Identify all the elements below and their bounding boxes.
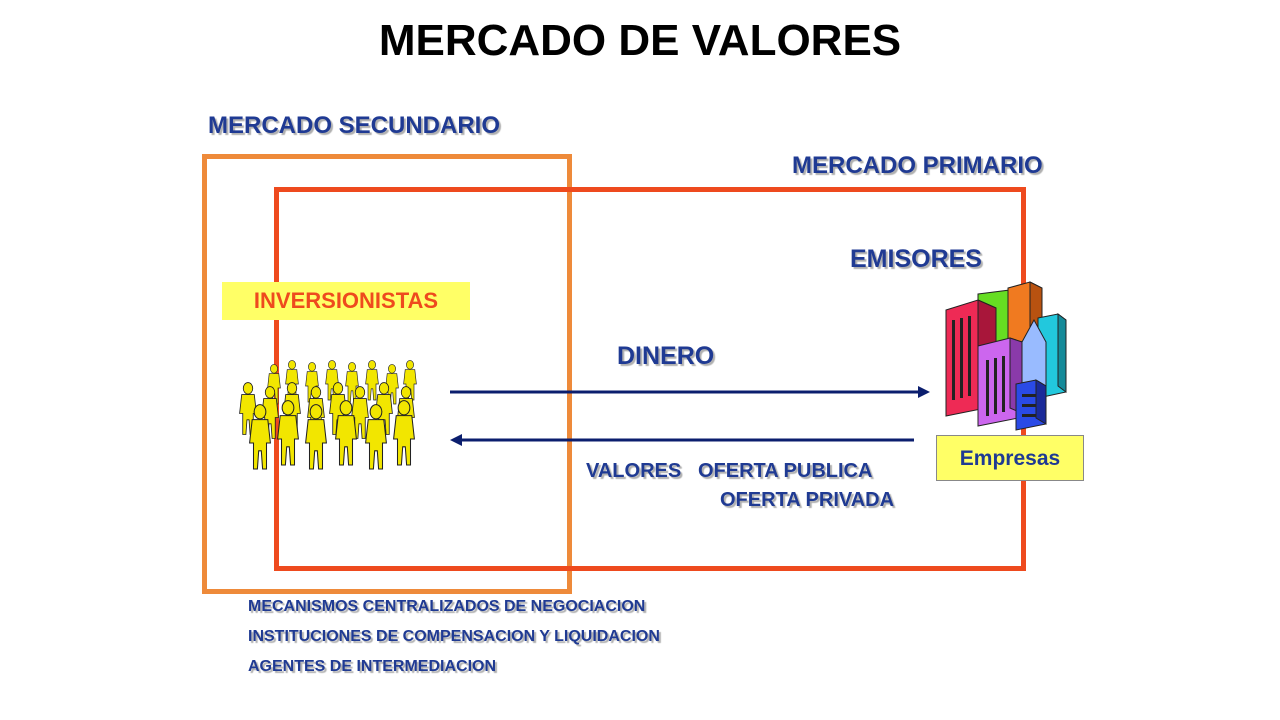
private-offer-label: OFERTA PRIVADA	[720, 489, 895, 511]
crowd-of-people-icon	[239, 359, 417, 470]
money-label: DINERO	[617, 342, 715, 370]
footer-item-clearing-institutions: INSTITUCIONES DE COMPENSACION Y LIQUIDAC…	[248, 628, 660, 645]
secondary-market-box	[202, 154, 572, 594]
page-title: MERCADO DE VALORES	[378, 16, 902, 65]
footer-item-centralized-mechanisms: MECANISMOS CENTRALIZADOS DE NEGOCIACION	[248, 598, 646, 615]
securities-label: VALORES	[586, 460, 682, 482]
flow-arrows	[450, 386, 930, 446]
primary-market-label: MERCADO PRIMARIO	[792, 152, 1043, 179]
money-arrow	[450, 386, 930, 398]
secondary-market-label: MERCADO SECUNDARIO	[208, 112, 501, 139]
office-buildings-icon	[945, 281, 1067, 431]
securities-arrow	[450, 434, 914, 446]
investors-badge: INVERSIONISTAS	[222, 282, 470, 320]
footer-item-intermediation-agents: AGENTES DE INTERMEDIACION	[248, 658, 497, 675]
public-offer-label: OFERTA PUBLICA	[698, 460, 873, 482]
issuers-label: EMISORES	[850, 245, 982, 273]
companies-badge: Empresas	[936, 435, 1084, 481]
